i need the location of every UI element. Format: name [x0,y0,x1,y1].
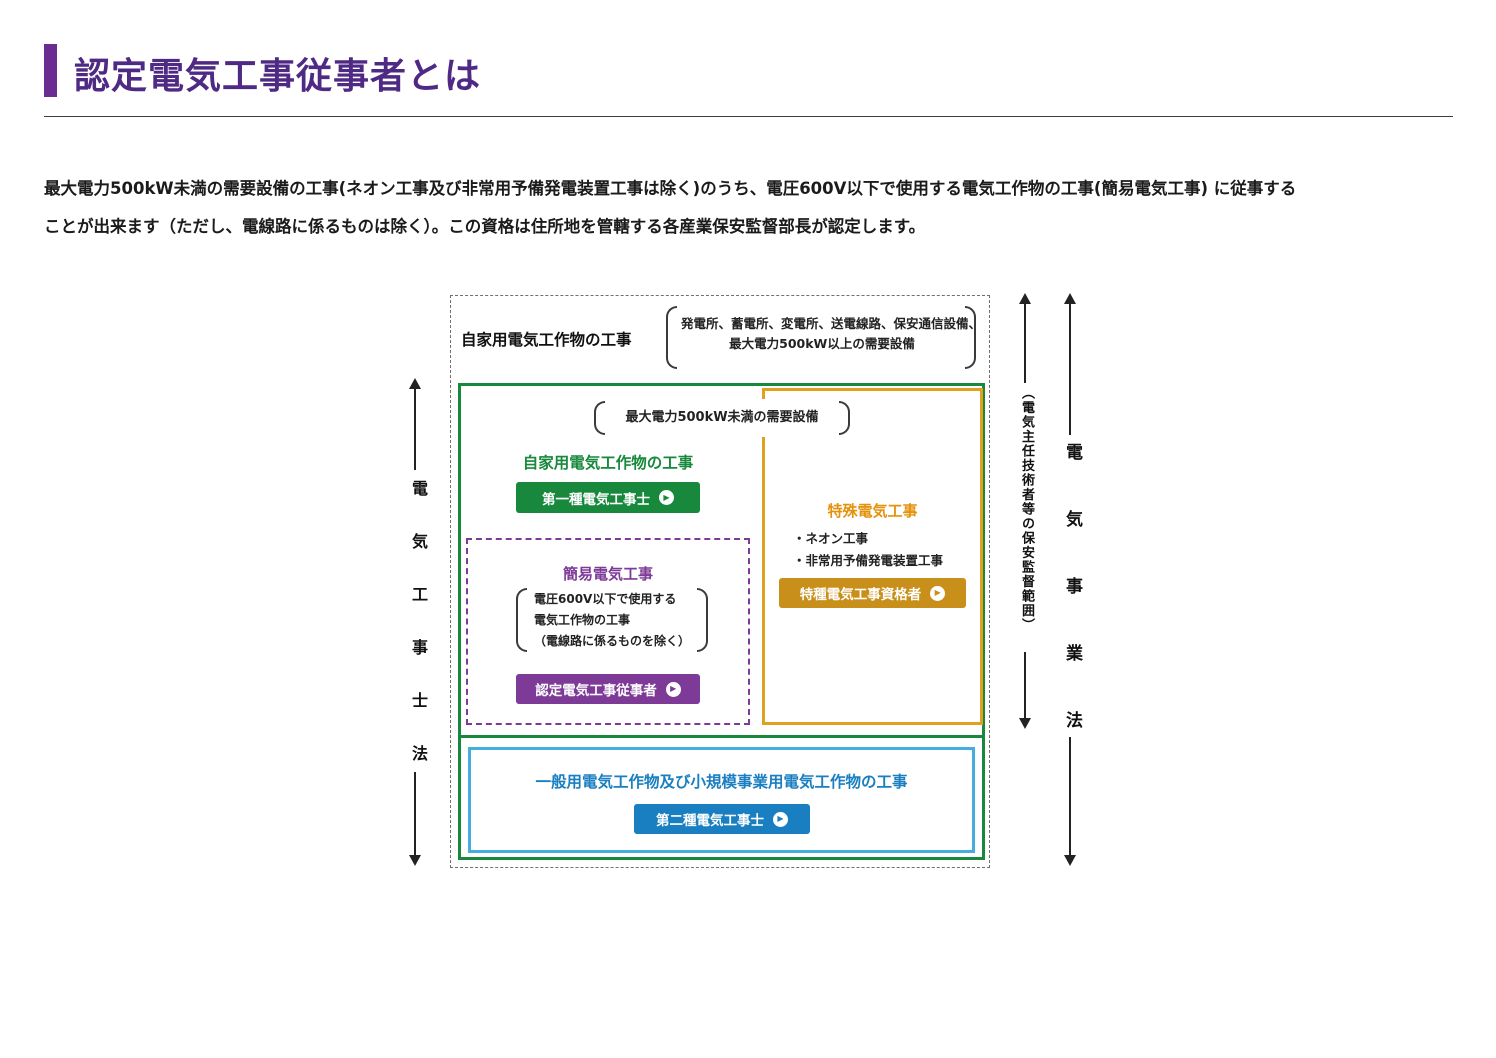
special-work-qualified-button[interactable]: 特種電気工事資格者 ▶ [779,578,966,608]
left-axis-line-top [414,388,416,470]
button-label: 第二種電気工事士 [656,813,764,829]
certified-worker-button[interactable]: 認定電気工事従事者 ▶ [516,674,700,704]
bracket-left [594,401,605,435]
circle-arrow-icon: ▶ [930,585,946,601]
left-axis-arrow-top [409,378,421,389]
special-work-box [762,388,983,725]
orange-box-item1: ・ネオン工事 [793,531,869,546]
button-label: 第一種電気工事士 [542,491,650,508]
purple-box-note-line3: （電線路に係るものを除く） [534,633,691,648]
intro-line-2: ことが出来ます（ただし、電線路に係るものは除く）。この資格は住所地を管轄する各産… [44,217,926,236]
green-box-divider [458,735,985,738]
right-axis-arrow-top [1064,293,1076,304]
supervision-scope-line-top [1024,303,1026,383]
bracket-right [965,306,976,369]
simple-work-box [466,538,750,725]
outer-box-note-line2: 最大電力500kW以上の需要設備 [729,336,915,351]
green-box-title: 自家用電気工作物の工事 [522,454,694,472]
bracket-left [666,306,677,369]
circle-arrow-icon: ▶ [659,490,674,505]
purple-box-note-group: 電圧600V以下で使用する 電気工作物の工事 （電線路に係るものを除く） [516,588,708,652]
button-label: 認定電気工事従事者 [535,683,657,699]
circle-arrow-icon: ▶ [773,811,788,827]
title-accent-bar [44,44,57,97]
button-label: 特種電気工事資格者 [799,587,922,603]
page-title: 認定電気工事従事者とは [74,56,482,97]
outer-box-note-line1: 発電所、蓄電所、変電所、送電線路、保安通信設備、 [681,316,982,331]
outer-box-title: 自家用電気工作物の工事 [461,331,632,349]
orange-box-items: ・ネオン工事 ・非常用予備発電装置工事 [793,528,943,572]
orange-box-title: 特殊電気工事 [827,502,918,520]
green-box-note: 最大電力500kW未満の需要設備 [625,410,819,425]
right-axis-line-bottom [1069,737,1071,855]
left-axis-label: 電気工事士法 [409,480,428,798]
general-work-box [468,747,975,853]
supervision-scope-line-bottom [1024,652,1026,718]
purple-box-title: 簡易電気工事 [562,565,653,583]
right-axis-line-top [1069,303,1071,435]
intro-line-1: 最大電力500kW未満の需要設備の工事(ネオン工事及び非常用予備発電装置工事は除… [44,179,1297,198]
supervision-scope-arrow-top [1019,293,1031,304]
bracket-left [516,588,527,652]
purple-box-note-line1: 電圧600V以下で使用する [534,591,677,606]
green-box-note-group: 最大電力500kW未満の需要設備 [594,399,850,437]
intro-paragraph: 最大電力500kW未満の需要設備の工事(ネオン工事及び非常用予備発電装置工事は除… [44,170,1454,246]
green-scope-box [458,383,985,860]
bracket-right [839,401,850,435]
left-axis-line-bottom [414,772,416,855]
supervision-scope-arrow-bottom [1019,718,1031,729]
outer-box-note: 発電所、蓄電所、変電所、送電線路、保安通信設備、 最大電力500kW以上の需要設… [681,314,982,354]
circle-arrow-icon: ▶ [665,681,681,697]
supervision-scope-label: （電気主任技術者等の保安監督範囲） [1019,386,1034,633]
bracket-right [697,588,708,652]
orange-box-item2: ・非常用予備発電装置工事 [793,553,944,568]
first-class-electrician-button[interactable]: 第一種電気工事士 ▶ [516,482,700,513]
right-axis-arrow-bottom [1064,855,1076,866]
blue-box-title: 一般用電気工作物及び小規模事業用電気工作物の工事 [535,773,908,791]
right-axis-label: 電気事業法 [1062,443,1082,778]
second-class-electrician-button[interactable]: 第二種電気工事士 ▶ [634,804,810,834]
purple-box-note-line2: 電気工作物の工事 [534,612,631,627]
purple-box-note: 電圧600V以下で使用する 電気工作物の工事 （電線路に係るものを除く） [527,589,697,652]
left-axis-arrow-bottom [409,855,421,866]
header-divider [44,116,1453,117]
